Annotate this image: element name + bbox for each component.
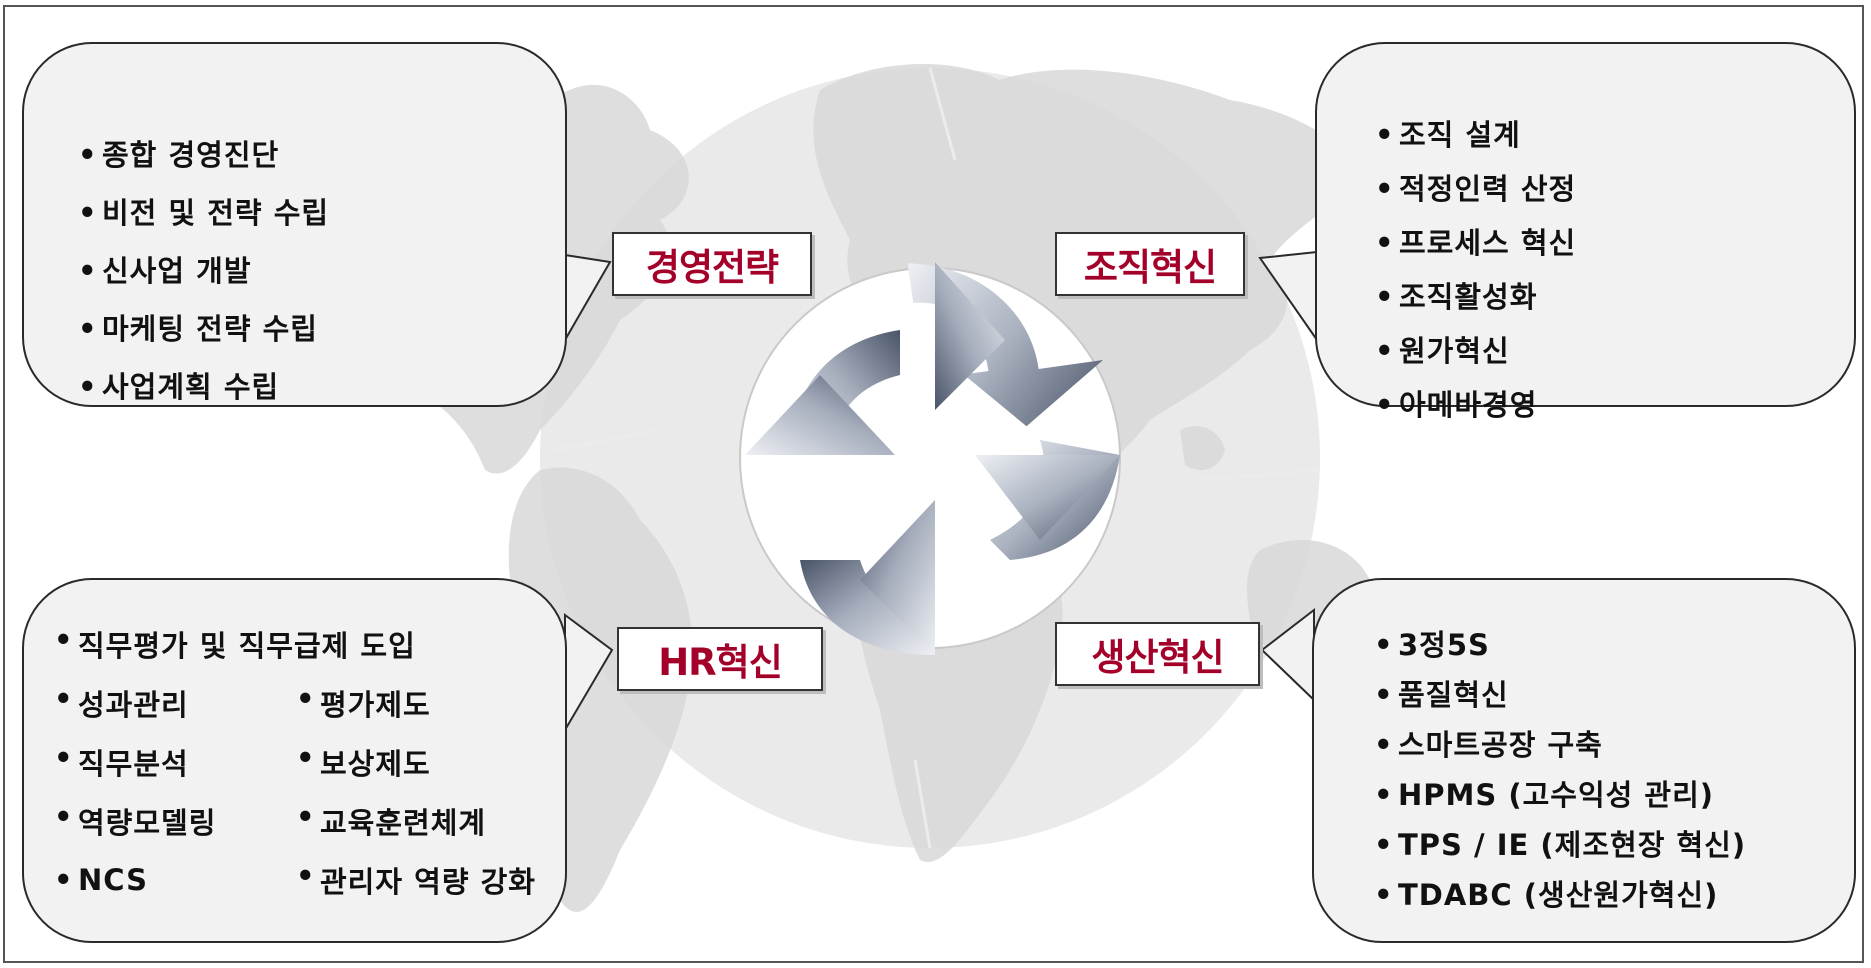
bubble-tails — [564, 250, 1318, 734]
hr-bubble: 직무평가 및 직무급제 도입 성과관리 평가제도 직무분석 보상제도 역량모델링… — [22, 578, 567, 943]
list-item: 스마트공장 구축 — [1374, 720, 1746, 770]
list-item: 아메바경영 — [1375, 378, 1576, 432]
list-item: 사업계획 수립 — [78, 358, 329, 416]
strategy-list: 종합 경영진단 비전 및 전략 수립 신사업 개발 마케팅 전략 수립 사업계획… — [78, 126, 329, 416]
list-item: TDABC (생산원가혁신) — [1374, 870, 1746, 920]
list-item: 신사업 개발 — [78, 242, 329, 300]
cycle-arrows-icon — [745, 262, 1120, 655]
list-item: 조직활성화 — [1375, 270, 1576, 324]
list-item: 직무평가 및 직무급제 도입 — [54, 623, 416, 665]
list-item: 교육훈련체계 — [296, 800, 538, 842]
list-item: 적정인력 산정 — [1375, 162, 1576, 216]
list-item: 관리자 역량 강화 — [296, 859, 538, 901]
list-item: 평가제도 — [296, 682, 538, 724]
list-item: HPMS (고수익성 관리) — [1374, 770, 1746, 820]
strategy-bubble: 종합 경영진단 비전 및 전략 수립 신사업 개발 마케팅 전략 수립 사업계획… — [22, 42, 567, 416]
list-item: 조직 설계 — [1375, 108, 1576, 162]
list-item: NCS — [54, 863, 296, 897]
hr-list: 직무평가 및 직무급제 도입 성과관리 평가제도 직무분석 보상제도 역량모델링… — [54, 614, 538, 909]
list-item: 비전 및 전략 수립 — [78, 184, 329, 242]
wheel-ring — [540, 67, 1321, 849]
label-strategy: 경영전략 — [612, 232, 812, 296]
list-item: 보상제도 — [296, 741, 538, 783]
list-item: 직무분석 — [54, 741, 296, 783]
list-item: 마케팅 전략 수립 — [78, 300, 329, 358]
list-item: 원가혁신 — [1375, 324, 1576, 378]
list-item: 프로세스 혁신 — [1375, 216, 1576, 270]
production-bubble: 3정5S 품질혁신 스마트공장 구축 HPMS (고수익성 관리) TPS / … — [1312, 578, 1856, 943]
list-item: 성과관리 — [54, 682, 296, 724]
organization-list: 조직 설계 적정인력 산정 프로세스 혁신 조직활성화 원가혁신 아메바경영 — [1375, 108, 1576, 432]
production-list: 3정5S 품질혁신 스마트공장 구축 HPMS (고수익성 관리) TPS / … — [1374, 620, 1746, 920]
organization-bubble: 조직 설계 적정인력 산정 프로세스 혁신 조직활성화 원가혁신 아메바경영 — [1315, 42, 1856, 432]
list-item: 역량모델링 — [54, 800, 296, 842]
list-item: 품질혁신 — [1374, 670, 1746, 720]
label-organization: 조직혁신 — [1055, 232, 1245, 296]
list-item: TPS / IE (제조현장 혁신) — [1374, 820, 1746, 870]
list-item: 3정5S — [1374, 620, 1746, 670]
label-production: 생산혁신 — [1055, 622, 1260, 686]
label-hr: HR혁신 — [617, 627, 823, 691]
list-item: 종합 경영진단 — [78, 126, 329, 184]
